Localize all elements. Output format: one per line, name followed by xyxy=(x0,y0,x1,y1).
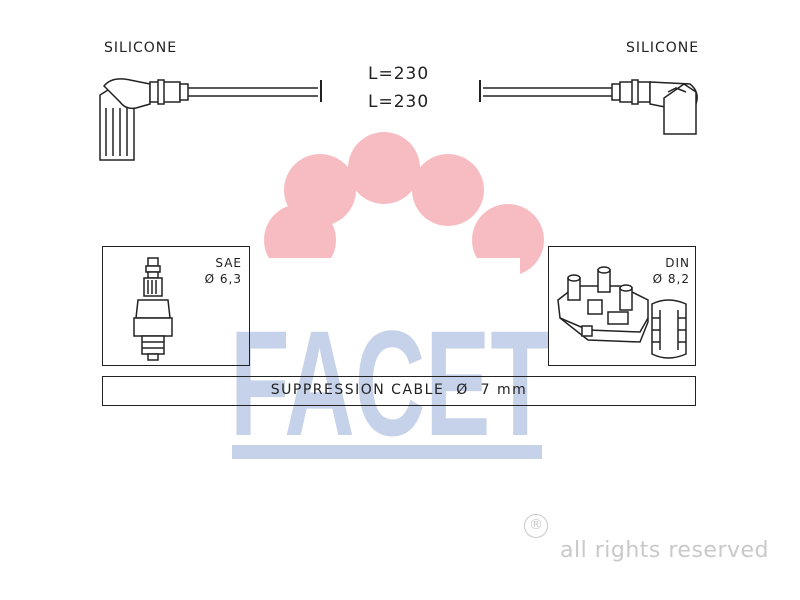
coil-standard: DIN xyxy=(665,256,690,270)
logo-wordmark: FACET xyxy=(230,299,550,467)
left-connector-boot xyxy=(99,78,189,161)
registered-icon: ® xyxy=(524,514,548,538)
logo-circle-4 xyxy=(412,154,484,226)
suppression-cable-label: SUPPRESSION CABLE Ø 7 mm xyxy=(270,382,528,398)
coil-boot-section-icon xyxy=(651,299,687,359)
logo-underline xyxy=(232,445,542,459)
right-connector-boot xyxy=(611,79,698,135)
length-label-2: L=230 xyxy=(368,92,430,112)
left-insulation-label: SILICONE xyxy=(104,40,178,56)
logo-circle-3 xyxy=(348,132,420,204)
logo-circle-2 xyxy=(284,154,356,226)
spark-plug-icon xyxy=(133,257,173,361)
coil-diameter: Ø 8,2 xyxy=(652,272,690,286)
copyright-text: all rights reserved xyxy=(560,538,770,563)
right-insulation-label: SILICONE xyxy=(626,40,700,56)
spark-plug-standard: SAE xyxy=(215,256,242,270)
length-label-1: L=230 xyxy=(368,64,430,84)
suppression-cable-box xyxy=(102,376,696,406)
coil-box xyxy=(548,246,696,366)
ignition-coil-icon xyxy=(557,266,649,343)
spark-plug-diameter: Ø 6,3 xyxy=(204,272,242,286)
spark-plug-box xyxy=(102,246,250,366)
